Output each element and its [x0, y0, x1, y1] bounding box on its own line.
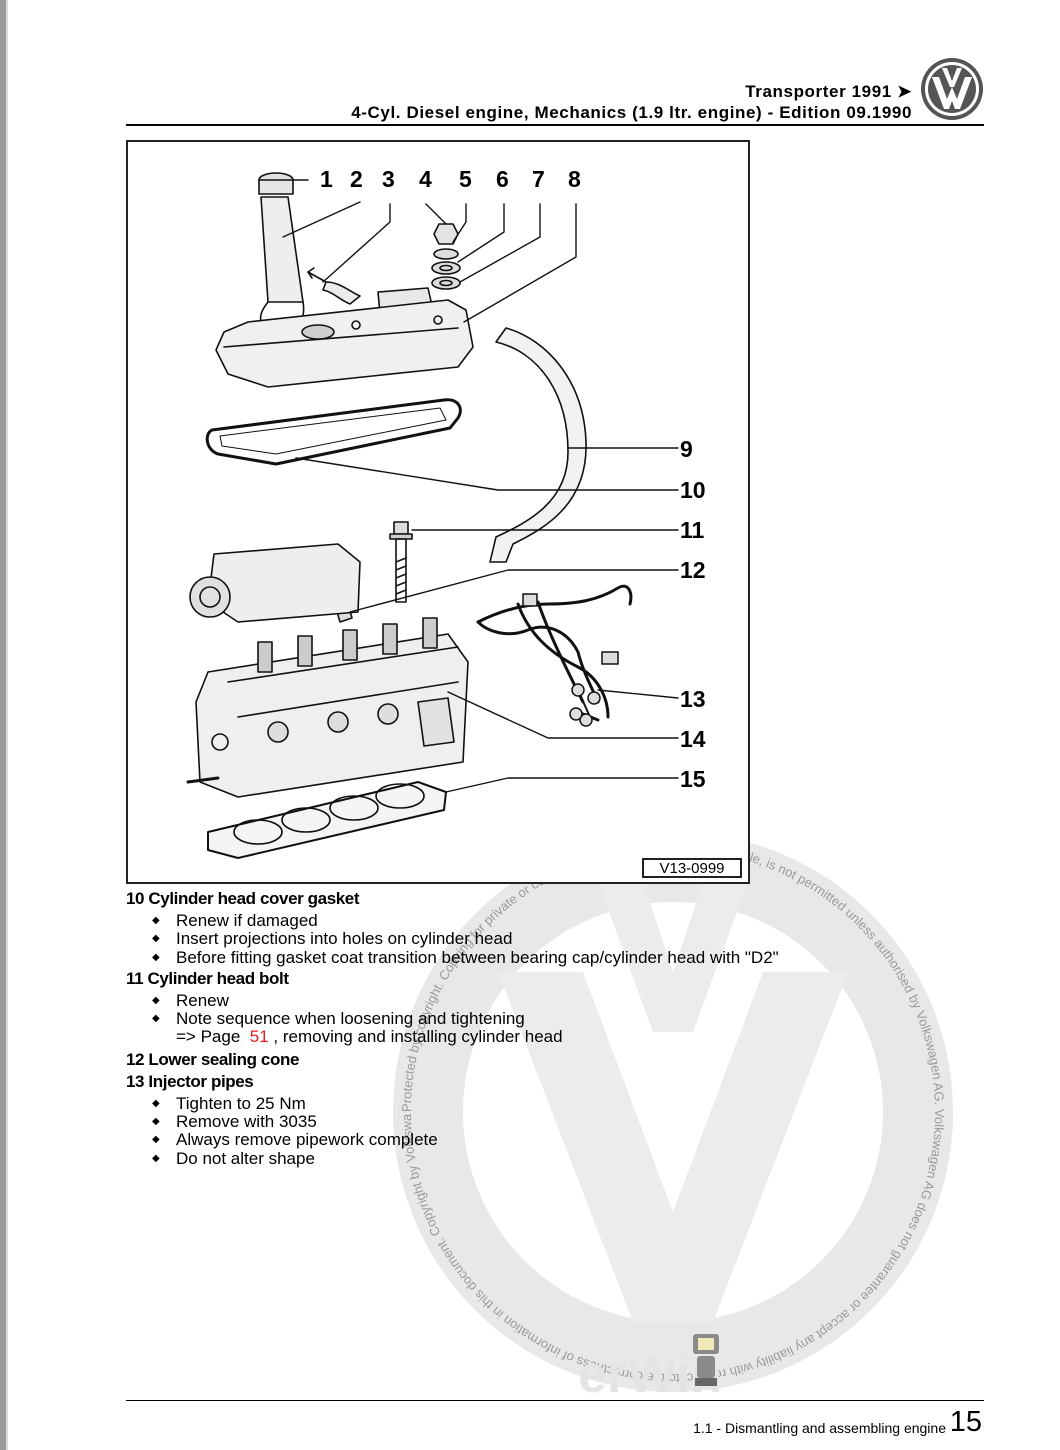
cover-gasket: [205, 398, 462, 466]
bullet-item: Renew: [126, 991, 946, 1010]
vent-hose: [489, 327, 587, 563]
item-title: 10 Cylinder head cover gasket: [126, 889, 360, 908]
page-edge: [0, 0, 6, 1450]
bullet-list: Renew Note sequence when loosening and t…: [126, 991, 946, 1029]
robot-mascot-icon: [693, 1334, 719, 1386]
page-number: 15: [949, 1406, 982, 1438]
document-subtitle: 4-Cyl. Diesel engine, Mechanics (1.9 ltr…: [351, 103, 912, 122]
callout-1: 1: [320, 166, 333, 192]
item-title: 13 Injector pipes: [126, 1071, 254, 1091]
cap-nut-and-washers: [431, 223, 461, 290]
callout-6: 6: [496, 166, 509, 192]
cylinder-head-cover: [215, 299, 474, 388]
bullet-item: Note sequence when loosening and tighten…: [126, 1010, 946, 1029]
engine-exploded-diagram: [186, 172, 679, 859]
page-reference-suffix: , removing and installing cylinder head: [273, 1027, 563, 1047]
page-link[interactable]: 51: [249, 1027, 269, 1047]
callout-9: 9: [680, 436, 693, 462]
arrow-line: [307, 271, 327, 283]
bullet-list: Tighten to 25 Nm Remove with 3035 Always…: [126, 1094, 946, 1168]
bullet-item: Renew if damaged: [126, 912, 946, 931]
page-edge-shadow: [6, 0, 8, 1450]
item-title: 12 Lower sealing cone: [126, 1049, 299, 1069]
bullet-item: Before fitting gasket coat transition be…: [126, 948, 946, 967]
bullet-item: Remove with 3035: [126, 1113, 946, 1132]
bullet-item: Always remove pipework complete: [126, 1131, 946, 1150]
header-divider: [126, 124, 984, 126]
callout-10: 10: [680, 477, 706, 503]
list-item: 13 Injector pipes Tighten to 25 Nm Remov…: [126, 1071, 946, 1168]
cylinder-head-gasket: [207, 781, 447, 859]
footer-section-title: 1.1 - Dismantling and assembling engine: [693, 1420, 946, 1436]
document-model-title: Transporter 1991 ➤: [745, 82, 912, 101]
arrow-head: [307, 267, 315, 279]
callout-3: 3: [382, 166, 395, 192]
footer-divider: [126, 1400, 984, 1401]
bullet-list: Renew if damaged Insert projections into…: [126, 912, 946, 968]
list-item: 11 Cylinder head bolt Renew Note sequenc…: [126, 968, 946, 1047]
callout-11: 11: [680, 517, 705, 543]
page-reference: => Page 51 , removing and installing cyl…: [126, 1028, 946, 1046]
parts-list: 10 Cylinder head cover gasket Renew if d…: [126, 889, 946, 1171]
cylinder-head-assembly: [186, 543, 469, 798]
figure-code: V13-0999: [642, 858, 742, 878]
callout-4: 4: [419, 166, 432, 192]
callout-5: 5: [459, 166, 472, 192]
list-item: 12 Lower sealing cone: [126, 1049, 946, 1069]
callout-14: 14: [680, 726, 706, 752]
oil-filler-neck: [258, 172, 305, 331]
callout-15: 15: [680, 766, 706, 792]
injector-pipes: [476, 584, 633, 727]
callout-13: 13: [680, 686, 706, 712]
list-item: 10 Cylinder head cover gasket Renew if d…: [126, 889, 946, 968]
bullet-item: Do not alter shape: [126, 1149, 946, 1168]
vw-logo-icon: [921, 58, 983, 120]
callout-8: 8: [568, 166, 581, 192]
callout-7: 7: [532, 166, 545, 192]
callout-leader-lines: [282, 179, 679, 793]
page-reference-prefix: => Page: [176, 1027, 241, 1047]
breather-hose: [322, 281, 361, 305]
callout-2: 2: [350, 166, 363, 192]
callout-12: 12: [680, 557, 706, 583]
item-title: 11 Cylinder head bolt: [126, 968, 289, 988]
cylinder-head-bolt: [389, 521, 413, 603]
bullet-item: Tighten to 25 Nm: [126, 1094, 946, 1113]
exploded-view-figure: 1 2 3 4 5 6 7 8 9 10 11 12 13 14 15 V13-…: [126, 140, 750, 884]
bullet-item: Insert projections into holes on cylinde…: [126, 930, 946, 949]
